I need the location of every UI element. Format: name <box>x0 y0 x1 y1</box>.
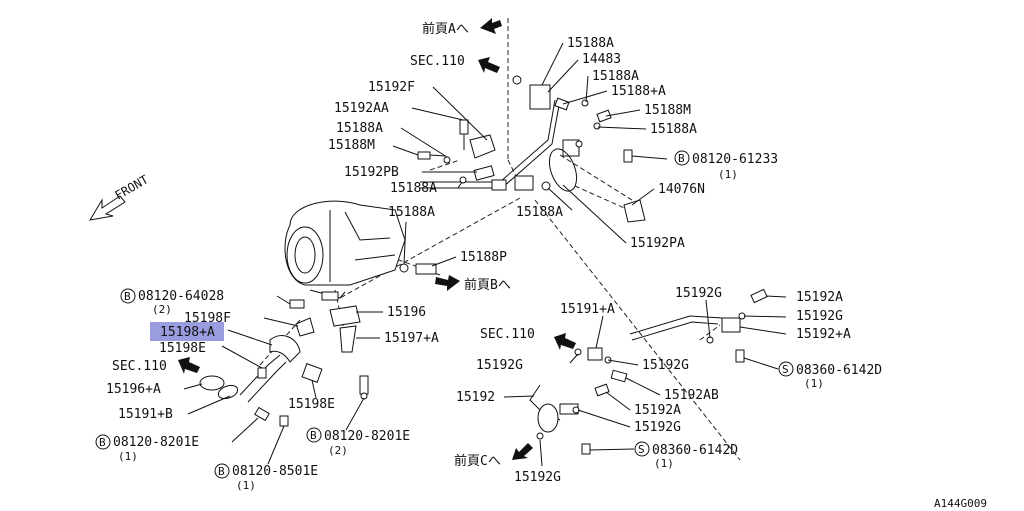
arrow-sec110-left-icon <box>178 357 200 374</box>
bolts-upper <box>399 97 646 275</box>
std-part-qty: (2) <box>152 303 172 316</box>
page-ref-prev-c[interactable]: 前頁Cへ <box>454 453 501 469</box>
std-part-mark: B <box>218 465 225 478</box>
part-label[interactable]: 15188A <box>650 122 697 137</box>
diagram-code: A144G009 <box>934 497 987 510</box>
std-part-qty: (1) <box>718 168 738 181</box>
arrow-sec110-upper-icon <box>478 57 500 73</box>
part-label[interactable]: 15188A <box>592 69 639 84</box>
std-part-mark: B <box>310 429 317 442</box>
part-label[interactable]: 14076N <box>658 182 705 197</box>
std-part-code: 08120-64028 <box>138 289 224 304</box>
std-part-qty: (1) <box>654 457 674 470</box>
part-label[interactable]: 15198E <box>288 397 335 412</box>
arrow-prev-c-icon <box>512 443 533 460</box>
std-part-code: 08360-6142D <box>796 363 882 378</box>
page-ref-prev-b[interactable]: 前頁Bへ <box>464 277 511 293</box>
part-label[interactable]: 15192AB <box>664 388 719 403</box>
part-label[interactable]: 15192F <box>368 80 415 95</box>
std-part-code: 08360-6142D <box>652 443 738 458</box>
sec-ref-upper[interactable]: SEC.110 <box>410 54 465 69</box>
part-label[interactable]: 15198E <box>159 341 206 356</box>
oil-feed-pipe <box>420 75 601 192</box>
part-label[interactable]: 14483 <box>582 52 621 67</box>
std-part-code: 08120-8501E <box>232 464 318 479</box>
selected-part-label[interactable]: 15198+A <box>160 325 215 340</box>
arrow-sec110-right-icon <box>554 333 576 350</box>
std-part-08360-6142D-bottom[interactable]: S 08360-6142D (1) <box>634 441 738 470</box>
std-part-08120-64028[interactable]: B 08120-64028 (2) <box>120 288 224 316</box>
front-label: FRONT <box>113 172 151 202</box>
part-label[interactable]: 15188P <box>460 250 507 265</box>
std-part-mark: S <box>638 443 645 456</box>
std-part-code: 08120-8201E <box>324 429 410 444</box>
front-arrow-icon <box>89 195 126 221</box>
part-label[interactable]: 15197+A <box>384 331 439 346</box>
part-label[interactable]: 15192G <box>675 286 722 301</box>
part-label[interactable]: 15192PB <box>344 165 399 180</box>
part-label[interactable]: 15188A <box>567 36 614 51</box>
page-ref-prev-a[interactable]: 前頁Aへ <box>422 21 469 37</box>
part-label[interactable]: 15188+A <box>611 84 666 99</box>
part-label[interactable]: 15191+B <box>118 407 173 422</box>
selected-part-highlight <box>150 322 224 341</box>
part-label[interactable]: 15196 <box>387 305 426 320</box>
part-label[interactable]: 15192G <box>634 420 681 435</box>
part-label[interactable]: 15191+A <box>560 302 615 317</box>
oil-return-pipe <box>199 299 369 427</box>
direction-arrows <box>89 18 576 460</box>
part-label[interactable]: 15192G <box>642 358 689 373</box>
part-label[interactable]: 15192G <box>476 358 523 373</box>
std-part-08120-8201E-center[interactable]: B 08120-8201E (2) <box>306 427 410 457</box>
sec-ref-right[interactable]: SEC.110 <box>480 327 535 342</box>
std-part-mark: B <box>99 436 106 449</box>
part-label[interactable]: 15192PA <box>630 236 685 251</box>
part-label[interactable]: 15188A <box>516 205 563 220</box>
part-label[interactable]: 15196+A <box>106 382 161 397</box>
part-label[interactable]: 15188A <box>336 121 383 136</box>
part-label[interactable]: 15192A <box>796 290 843 305</box>
part-label[interactable]: 15188A <box>390 181 437 196</box>
part-labels: 15188A 14483 15188A 15188+A 15188M 15188… <box>106 36 851 485</box>
sec-ref-left[interactable]: SEC.110 <box>112 359 167 374</box>
leader-lines <box>183 42 787 467</box>
turbocharger-illustration <box>284 200 406 301</box>
part-label[interactable]: 15192G <box>514 470 561 485</box>
std-part-mark: B <box>678 152 685 165</box>
std-part-08120-8201E-left[interactable]: B 08120-8201E (1) <box>95 434 199 463</box>
std-part-qty: (1) <box>118 450 138 463</box>
part-label[interactable]: 15192A <box>634 403 681 418</box>
std-part-qty: (1) <box>804 377 824 390</box>
part-label[interactable]: 15192+A <box>796 327 851 342</box>
part-label[interactable]: 15188M <box>328 138 375 153</box>
std-part-qty: (2) <box>328 444 348 457</box>
arrow-prev-b-icon <box>435 275 460 291</box>
part-label[interactable]: 15188A <box>388 205 435 220</box>
part-label[interactable]: 15192 <box>456 390 495 405</box>
std-part-code: 08120-61233 <box>692 152 778 167</box>
std-part-mark: B <box>124 290 131 303</box>
part-label[interactable]: 15192G <box>796 309 843 324</box>
arrow-prev-a-icon <box>480 18 502 34</box>
std-part-08120-8501E[interactable]: B 08120-8501E (1) <box>214 463 318 492</box>
water-pipe-assembly <box>529 288 768 455</box>
std-part-mark: S <box>782 363 789 376</box>
std-part-code: 08120-8201E <box>113 435 199 450</box>
std-part-08120-61233[interactable]: B 08120-61233 (1) <box>674 150 778 181</box>
std-part-08360-6142D-right[interactable]: S 08360-6142D (1) <box>778 361 882 390</box>
std-part-qty: (1) <box>236 479 256 492</box>
part-label[interactable]: 15192AA <box>334 101 389 116</box>
part-label[interactable]: 15188M <box>644 103 691 118</box>
